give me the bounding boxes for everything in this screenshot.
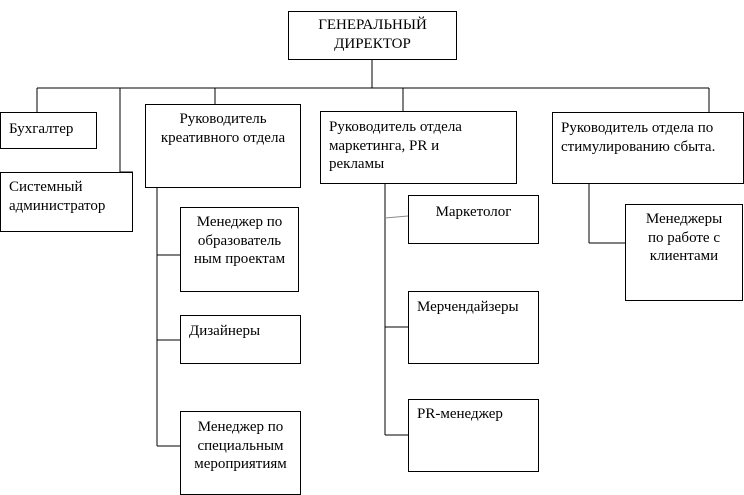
node-marketer-label: Маркетолог xyxy=(435,204,512,220)
node-creative-head: Руководитель креативного отдела xyxy=(145,104,301,188)
node-designers-label: Дизайнеры xyxy=(189,323,261,339)
node-designers: Дизайнеры xyxy=(180,315,301,364)
node-ceo-label: ГЕНЕРАЛЬНЫЙ ДИРЕКТОР xyxy=(318,17,427,52)
node-pr-manager-label: PR-менеджер xyxy=(417,406,503,422)
node-sysadmin-label: Системный администратор xyxy=(9,179,106,214)
node-marketing-head-label: Руководитель отдела маркетинга, PR и рек… xyxy=(329,119,462,172)
node-creative-head-label: Руководитель креативного отдела xyxy=(160,111,286,146)
node-accountant: Бухгалтер xyxy=(0,112,97,149)
node-merchandisers-label: Мерчендайзеры xyxy=(417,299,519,315)
node-client-managers: Менеджеры по работе с клиентами xyxy=(625,204,743,301)
node-client-managers-label: Менеджеры по работе с клиентами xyxy=(645,211,723,264)
node-sales-head: Руководитель отдела по стимулированию сб… xyxy=(552,112,744,184)
node-events-manager-label: Менеджер по специальным мероприятиям xyxy=(194,419,287,472)
node-sales-head-label: Руководитель отдела по стимулированию сб… xyxy=(561,120,716,155)
node-edu-manager-label: Менеджер по образователь ным проектам xyxy=(193,214,286,267)
node-events-manager: Менеджер по специальным мероприятиям xyxy=(180,411,301,495)
node-accountant-label: Бухгалтер xyxy=(9,121,74,137)
node-sysadmin: Системный администратор xyxy=(0,172,133,232)
node-merchandisers: Мерчендайзеры xyxy=(408,291,539,364)
node-edu-manager: Менеджер по образователь ным проектам xyxy=(180,207,299,292)
node-pr-manager: PR-менеджер xyxy=(408,399,539,472)
node-marketer: Маркетолог xyxy=(408,195,539,244)
node-marketing-head: Руководитель отдела маркетинга, PR и рек… xyxy=(320,111,517,184)
node-ceo: ГЕНЕРАЛЬНЫЙ ДИРЕКТОР xyxy=(288,11,457,60)
connector-marketer xyxy=(384,215,409,219)
